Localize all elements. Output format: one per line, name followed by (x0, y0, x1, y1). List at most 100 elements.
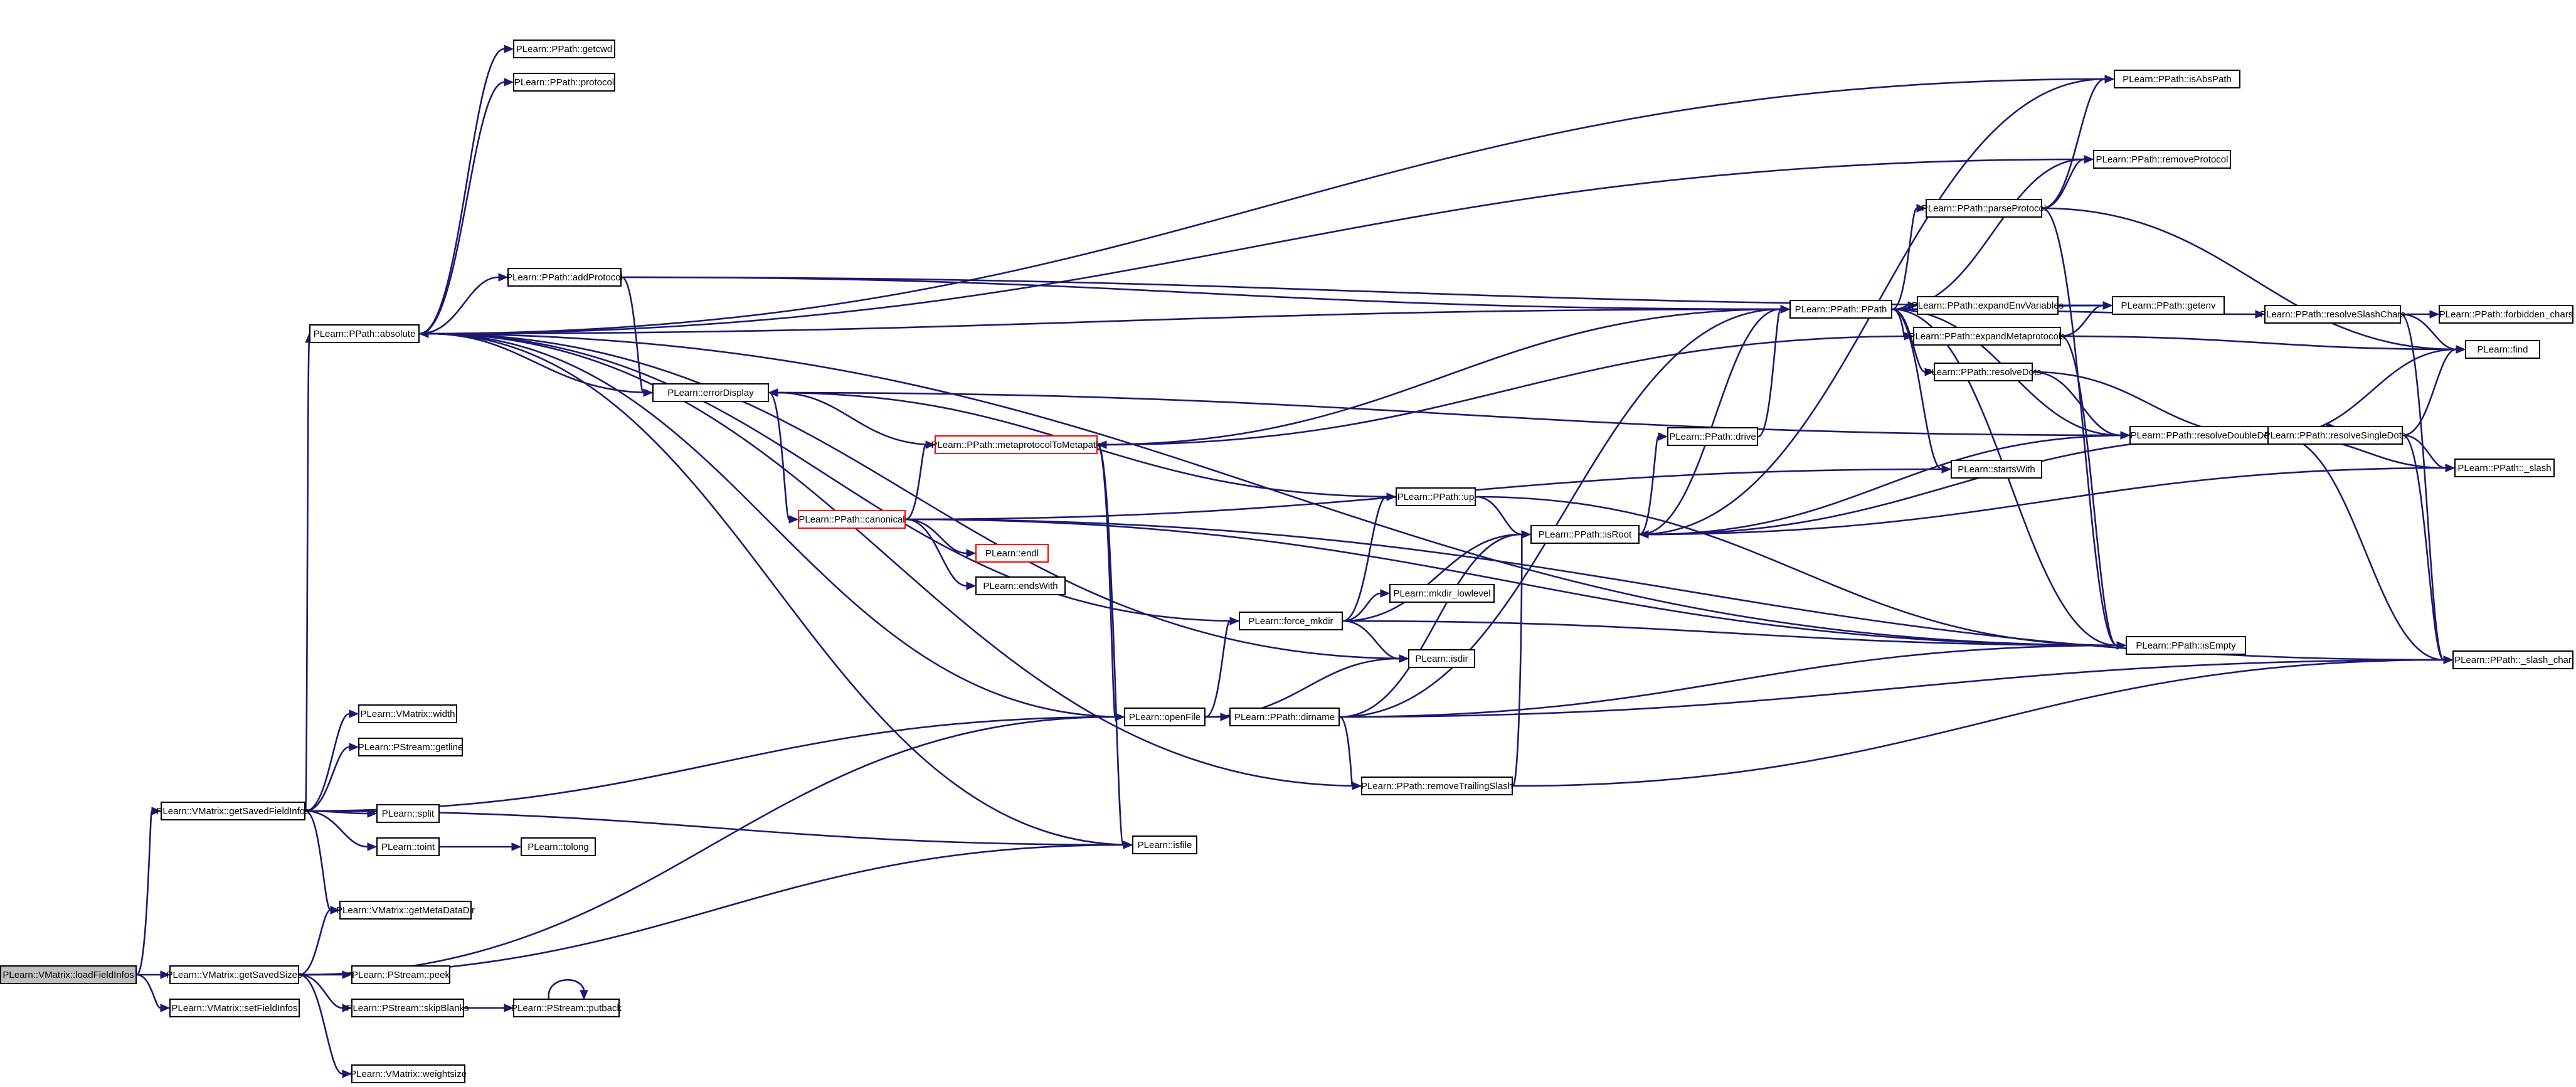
edge-line (2060, 304, 2104, 337)
node-isEmpty[interactable]: PLearn::PPath::isEmpty (2126, 636, 2246, 655)
edge-resolveSingleDots-to-_slash_char (2402, 434, 2454, 664)
edge-line (299, 973, 343, 1075)
node-resolveSingleDots[interactable]: PLearn::PPath::resolveSingleDots (2264, 426, 2407, 445)
node-_slash_char[interactable]: PLearn::PPath::_slash_char (2452, 650, 2573, 669)
edge-dirname-to-removeTrailingSlash (1339, 716, 1362, 790)
node-endsWith[interactable]: PLearn::endsWith (975, 576, 1066, 595)
node-mkdir_lowlevel[interactable]: PLearn::mkdir_lowlevel (1389, 584, 1495, 603)
node-box (1667, 427, 1758, 446)
node-getcwd[interactable]: PLearn::PPath::getcwd (513, 40, 615, 58)
arrowhead (580, 990, 588, 1000)
arrowhead (768, 388, 778, 397)
node-expandMetaprotocols[interactable]: PLearn::PPath::expandMetaprotocols (1909, 327, 2065, 346)
node-_slash[interactable]: PLearn::PPath::_slash (2454, 459, 2555, 477)
edge-getSavedSizes-to-skipBlanks (299, 973, 352, 1012)
node-removeTrailingSlash[interactable]: PLearn::PPath::removeTrailingSlash (1361, 777, 1513, 795)
edge-isRoot-to-drive (1639, 432, 1668, 536)
node-putback[interactable]: PLearn::PStream::putback (511, 999, 622, 1017)
arrowhead (504, 45, 514, 53)
edge-getSavedFieldInfos-to-absolute (304, 332, 314, 812)
node-box (1951, 460, 2042, 479)
node-box (351, 999, 464, 1017)
node-getSavedSizes[interactable]: PLearn::VMatrix::getSavedSizes (167, 965, 302, 984)
edge-expandMetaprotocols-to-metaprotocol (1096, 335, 1914, 449)
node-isfile[interactable]: PLearn::isfile (1132, 835, 1197, 854)
edge-resolveDoubleDots-to-find (2277, 345, 2466, 437)
edge-line (305, 810, 368, 848)
node-getSavedFieldInfos[interactable]: PLearn::VMatrix::getSavedFieldInfos (156, 802, 310, 820)
node-up[interactable]: PLearn::PPath::up (1396, 487, 1476, 506)
node-getline[interactable]: PLearn::PStream::getline (358, 738, 464, 756)
edge-line (135, 810, 153, 976)
node-label: PLearn::PPath::canonical (798, 514, 904, 525)
node-split[interactable]: PLearn::split (376, 804, 440, 823)
edge-expandMetaprotocols-to-isEmpty (2060, 335, 2127, 650)
node-box (1408, 649, 1475, 668)
node-setFieldInfos[interactable]: PLearn::VMatrix::setFieldInfos (169, 999, 300, 1017)
arrowhead (342, 1069, 352, 1078)
edge-line (419, 158, 2085, 335)
edge-removeTrailingSlash-to-_slash_char (1512, 655, 2454, 787)
edge-PPath-to-removeProtocol (1892, 155, 2094, 310)
arrowhead (1380, 589, 1391, 598)
node-errorDisplay[interactable]: PLearn::errorDisplay (652, 383, 769, 402)
node-removeProtocol[interactable]: PLearn::PPath::removeProtocol (2093, 150, 2231, 169)
node-label: PLearn::PPath::dirname (1234, 712, 1335, 723)
edge-resolveSlashChars-to-find (2400, 313, 2466, 354)
node-endl[interactable]: PLearn::endl (975, 544, 1049, 563)
node-isRoot[interactable]: PLearn::PPath::isRoot (1530, 525, 1640, 544)
node-resolveSlashChars[interactable]: PLearn::PPath::resolveSlashChars (2260, 305, 2405, 324)
node-force_mkdir[interactable]: PLearn::force_mkdir (1239, 612, 1343, 630)
edge-getSavedFieldInfos-to-toint (305, 810, 378, 851)
node-width[interactable]: PLearn::VMatrix::width (358, 704, 457, 723)
edge-loadFieldInfos-to-getSavedSizes (137, 970, 171, 979)
edge-line (428, 332, 1125, 718)
edge-parseProtocol-to-find (2042, 207, 2466, 354)
node-label: PLearn::find (2478, 344, 2528, 355)
arrowhead (788, 515, 799, 524)
node-forbidden_chars[interactable]: PLearn::PPath::forbidden_chars (2439, 305, 2573, 324)
edge-getSavedSizes-to-getMetaDataDir (299, 906, 341, 976)
graph-nodes: PLearn::VMatrix::loadFieldInfosPLearn::V… (0, 40, 2573, 1083)
node-drive[interactable]: PLearn::PPath::drive (1667, 427, 1758, 446)
arrowhead (504, 1004, 514, 1012)
edge-loadFieldInfos-to-getSavedFieldInfos (135, 807, 162, 976)
edge-line (1892, 158, 2085, 310)
node-box (1926, 199, 2042, 218)
node-dirname[interactable]: PLearn::PPath::dirname (1229, 708, 1340, 726)
node-metaprotocol[interactable]: PLearn::PPath::metaprotocolToMetapath (931, 435, 1101, 454)
node-addProtocol[interactable]: PLearn::PPath::addProtocol (506, 268, 623, 287)
node-resolveDoubleDots[interactable]: PLearn::PPath::resolveDoubleDots (2129, 426, 2277, 445)
arrowhead (349, 743, 359, 751)
node-protocol[interactable]: PLearn::PPath::protocol (513, 73, 615, 92)
node-box (339, 901, 472, 920)
edge-line (905, 518, 2118, 647)
edge-line (305, 713, 350, 812)
node-canonical[interactable]: PLearn::PPath::canonical (798, 510, 906, 529)
node-getMetaDataDir[interactable]: PLearn::VMatrix::getMetaDataDir (336, 901, 475, 920)
node-label: PLearn::PPath::getcwd (516, 44, 612, 55)
node-isAbsPath[interactable]: PLearn::PPath::isAbsPath (2114, 70, 2240, 88)
node-toint[interactable]: PLearn::toint (376, 837, 440, 856)
node-loadFieldInfos[interactable]: PLearn::VMatrix::loadFieldInfos (0, 965, 137, 984)
node-tolong[interactable]: PLearn::tolong (521, 837, 596, 856)
node-openFile[interactable]: PLearn::openFile (1124, 708, 1206, 726)
node-weightsize[interactable]: PLearn::VMatrix::weightsize (350, 1064, 467, 1083)
node-PPath[interactable]: PLearn::PPath::PPath (1789, 300, 1892, 319)
node-startsWith[interactable]: PLearn::startsWith (1951, 460, 2042, 479)
node-find[interactable]: PLearn::find (2465, 340, 2540, 359)
node-expandEnvVariables[interactable]: PLearn::PPath::expandEnvVariables (1912, 296, 2064, 315)
node-skipBlanks[interactable]: PLearn::PStream::skipBlanks (346, 999, 469, 1017)
node-parseProtocol[interactable]: PLearn::PPath::parseProtocol (1922, 199, 2046, 218)
arrowhead (966, 549, 977, 558)
edge-errorDisplay-to-absolute (418, 329, 653, 394)
arrowhead (2443, 655, 2454, 664)
arrowhead (2116, 641, 2127, 650)
node-box (2126, 636, 2246, 655)
node-getenv[interactable]: PLearn::PPath::getenv (2112, 296, 2225, 315)
edge-line (1205, 620, 1231, 718)
node-absolute[interactable]: PLearn::PPath::absolute (309, 324, 420, 343)
node-isdir[interactable]: PLearn::isdir (1408, 649, 1475, 668)
node-peek[interactable]: PLearn::PStream::peek (351, 965, 450, 984)
node-resolveDots[interactable]: PLearn::PPath::resolveDots (1925, 363, 2042, 381)
